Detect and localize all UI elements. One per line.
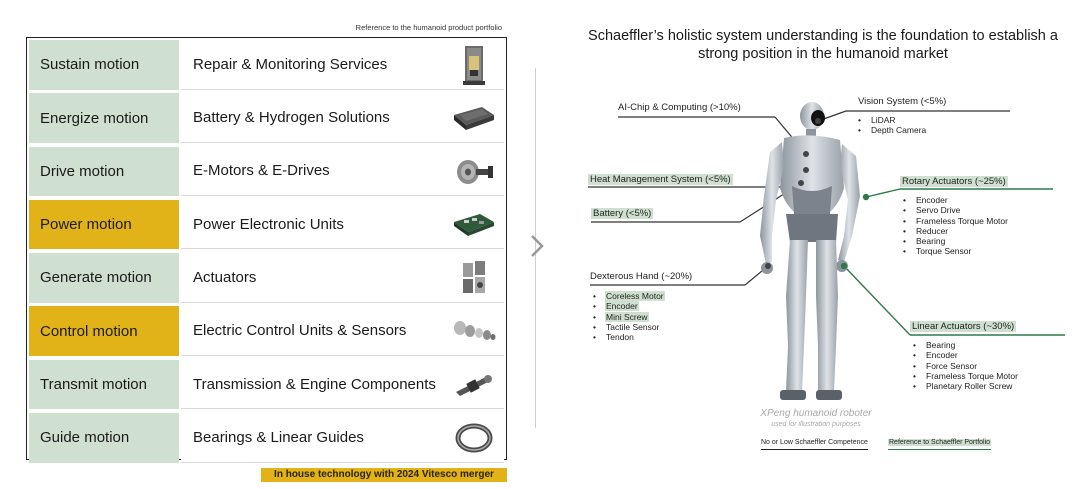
divider: [535, 68, 536, 428]
label-battery: Battery (<5%): [591, 208, 654, 219]
linear-components: Bearing Encoder Force Sensor Frameless T…: [913, 340, 1019, 391]
sensor-parts-icon: [452, 310, 496, 352]
shaft-icon: [452, 364, 496, 406]
reference-note: Reference to the humanoid product portfo…: [355, 23, 502, 32]
control-cabinet-icon: [452, 44, 496, 86]
category-label: Drive motion: [29, 146, 179, 197]
product-label: Battery & Hydrogen Solutions: [181, 93, 504, 143]
portfolio-row: Drive motion E-Motors & E-Drives: [29, 146, 504, 197]
headline-line-1: Schaeffler’s holistic system understandi…: [588, 28, 1058, 44]
portfolio-row: Generate motion Actuators: [29, 253, 504, 303]
list-item: Frameless Torque Motor: [913, 371, 1019, 381]
product-label: Actuators: [181, 253, 504, 303]
list-item: Encoder: [913, 350, 1019, 360]
category-label: Guide motion: [29, 413, 179, 463]
list-item: Force Sensor: [913, 361, 1019, 371]
page-headline: Schaeffler’s holistic system understandi…: [566, 27, 1080, 63]
list-item: Tendon: [593, 332, 665, 342]
chevron-right-icon: [530, 234, 544, 263]
category-label: Control motion: [29, 306, 179, 356]
rotary-components: Encoder Servo Drive Frameless Torque Mot…: [903, 195, 1009, 257]
list-item: Depth Camera: [858, 125, 927, 135]
e-motor-icon: [452, 151, 496, 193]
product-label: Repair & Monitoring Services: [181, 40, 504, 90]
portfolio-table: Sustain motion Repair & Monitoring Servi…: [26, 37, 507, 463]
headline-line-2: strong position in the humanoid market: [698, 46, 948, 62]
battery-pack-icon: [452, 97, 496, 139]
product-label: E-Motors & E-Drives: [181, 146, 504, 197]
label-rotary-actuators: Rotary Actuators (~25%): [900, 176, 1008, 187]
list-item: Frameless Torque Motor: [903, 216, 1009, 226]
portfolio-row: Guide motion Bearings & Linear Guides: [29, 413, 504, 463]
legend-no-competence: No or Low Schaeffler Competence: [761, 439, 868, 450]
product-label: Transmission & Engine Components: [181, 359, 504, 410]
list-item: Reducer: [903, 226, 1009, 236]
category-label: Sustain motion: [29, 40, 179, 90]
label-vision: Vision System (<5%): [858, 96, 947, 107]
list-item: Mini Screw: [593, 311, 665, 322]
category-label: Transmit motion: [29, 359, 179, 410]
list-item: Bearing: [903, 236, 1009, 246]
vision-components: LiDAR Depth Camera: [858, 115, 927, 136]
actuator-icon: [452, 257, 496, 299]
list-item: Tactile Sensor: [593, 322, 665, 332]
list-item: Torque Sensor: [903, 246, 1009, 256]
vitesco-merger-note: In house technology with 2024 Vitesco me…: [261, 468, 507, 482]
robot-caption-note: used for illustration purposes: [771, 421, 861, 428]
list-item: Encoder: [903, 195, 1009, 205]
portfolio-row: Sustain motion Repair & Monitoring Servi…: [29, 40, 504, 90]
list-item: LiDAR: [858, 115, 927, 125]
list-item: Bearing: [913, 340, 1019, 350]
label-heat-management: Heat Management System (<5%): [588, 174, 733, 185]
label-linear-actuators: Linear Actuators (~30%): [910, 321, 1017, 332]
hand-components: Coreless Motor Encoder Mini Screw Tactil…: [593, 291, 665, 342]
product-label: Power Electronic Units: [181, 199, 504, 250]
label-ai-chip: AI-Chip & Computing (>10%): [618, 102, 741, 113]
category-label: Energize motion: [29, 93, 179, 143]
product-label: Electric Control Units & Sensors: [181, 306, 504, 356]
list-item: Encoder: [593, 301, 665, 312]
category-label: Power motion: [29, 199, 179, 250]
category-label: Generate motion: [29, 253, 179, 303]
portfolio-row: Control motion Electric Control Units & …: [29, 306, 504, 356]
portfolio-row: Energize motion Battery & Hydrogen Solut…: [29, 93, 504, 143]
label-dexterous-hand: Dexterous Hand (~20%): [590, 271, 693, 282]
portfolio-row: Power motion Power Electronic Units: [29, 199, 504, 250]
list-item: Servo Drive: [903, 205, 1009, 215]
legend-reference: Reference to Schaeffler Portfolio: [888, 439, 992, 450]
product-label: Bearings & Linear Guides: [181, 413, 504, 463]
list-item: Planetary Roller Screw: [913, 381, 1019, 391]
circuit-board-icon: [452, 204, 496, 246]
robot-caption: XPeng humanoid roboter: [760, 408, 872, 419]
bearing-ring-icon: [452, 417, 496, 459]
list-item: Coreless Motor: [593, 291, 665, 301]
portfolio-row: Transmit motion Transmission & Engine Co…: [29, 359, 504, 410]
